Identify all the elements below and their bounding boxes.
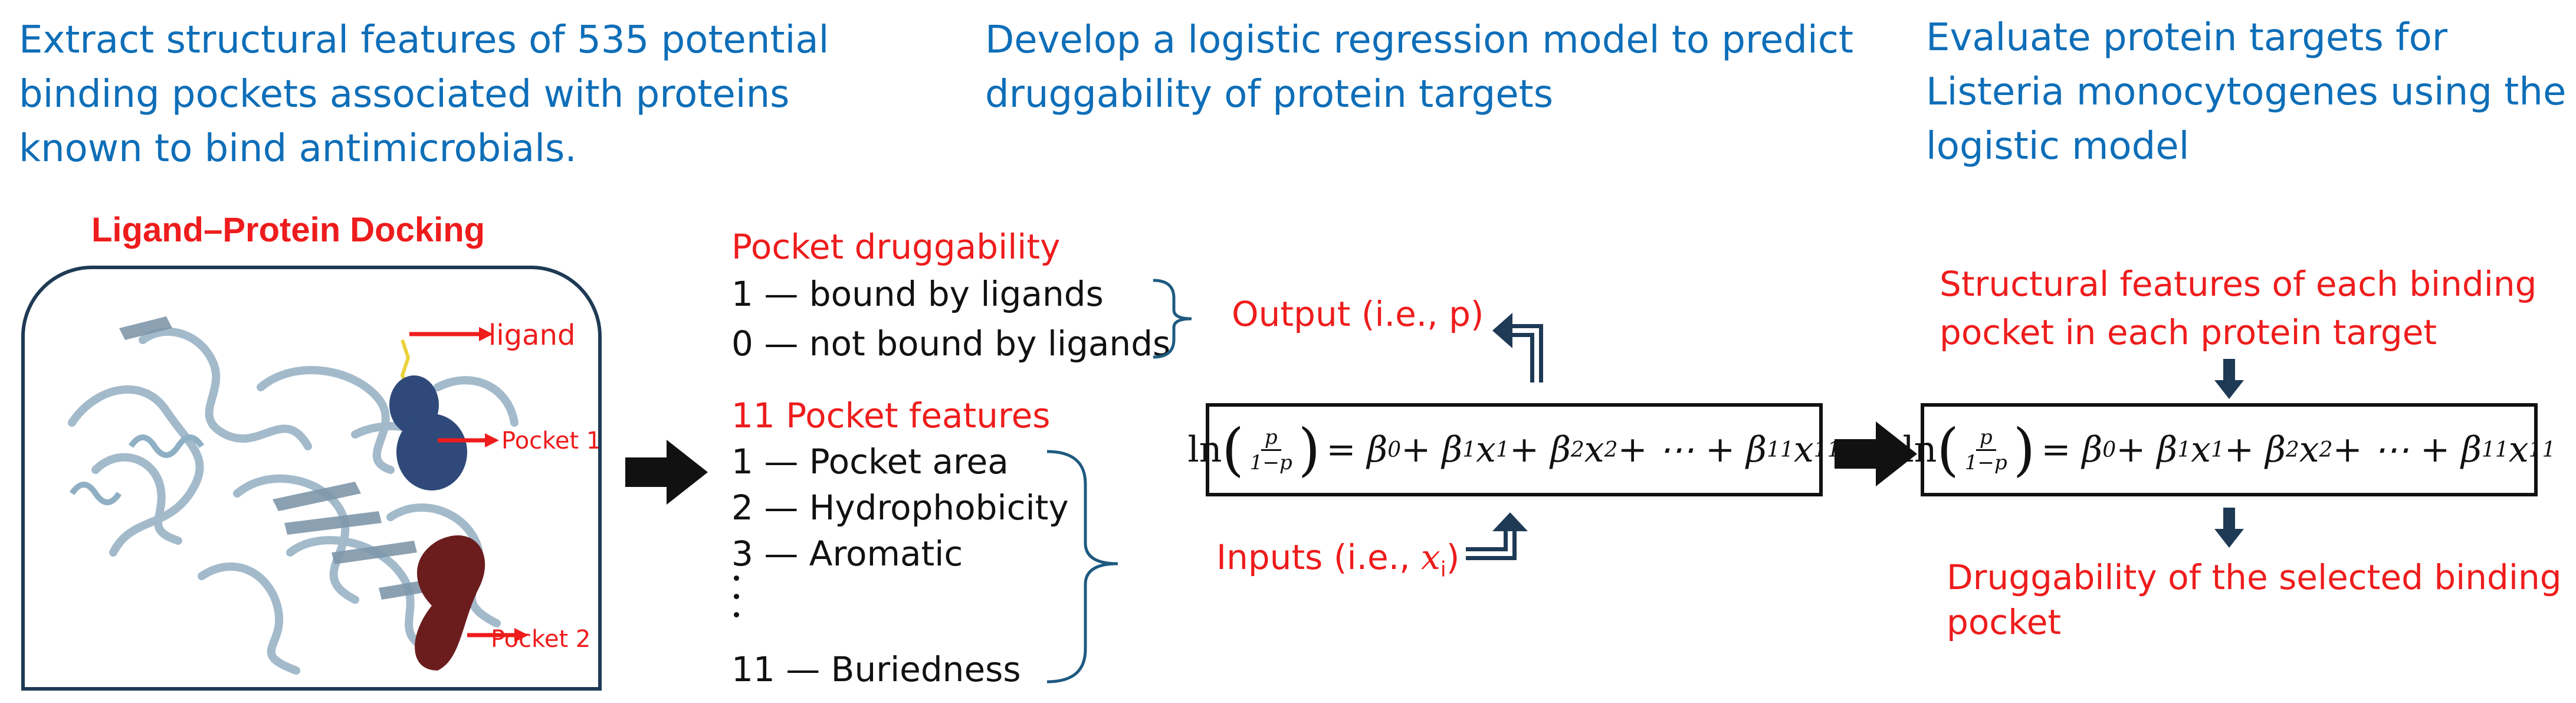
- down-arrow-2-icon: [2214, 508, 2244, 548]
- right-features-text: Structural features of each binding pock…: [1940, 260, 2536, 357]
- docking-title: Ligand–Protein Docking: [91, 211, 485, 249]
- feature-item-1: 1 — Pocket area: [731, 442, 1009, 482]
- druggability-title: Pocket druggability: [731, 227, 1061, 267]
- druggability-item-0: 0 — not bound by ligands: [731, 323, 1171, 364]
- step-3-line-3: logistic model: [1926, 125, 2190, 168]
- pocket-2-label: Pocket 2: [491, 626, 591, 653]
- flow-arrow-2-icon: [1835, 421, 1917, 486]
- druggability-item-1: 1 — bound by ligands: [731, 274, 1104, 314]
- right-features-line-2: pocket in each protein target: [1940, 312, 2437, 352]
- eq-b0: = β: [1326, 429, 1388, 470]
- step-3-text: Evaluate protein targets for Listeria mo…: [1926, 11, 2566, 174]
- inputs-label-text: Inputs (i.e.,: [1216, 537, 1422, 577]
- step-1-line-3: known to bind antimicrobials.: [19, 127, 577, 171]
- step-2-text: Develop a logistic regression model to p…: [985, 13, 1853, 122]
- eq-b1: + β: [1401, 429, 1463, 470]
- inputs-brace: [1046, 450, 1118, 684]
- features-title: 11 Pocket features: [731, 395, 1051, 436]
- step-3-line-2: Listeria monocytogenes using the: [1926, 70, 2567, 114]
- feature-item-3: 3 — Aromatic: [731, 534, 963, 574]
- eq-den: 1−p: [1249, 450, 1292, 475]
- right-result-line-2: pocket: [1947, 602, 2062, 642]
- docking-panel: ligand Pocket 1 Pocket 2: [21, 266, 602, 691]
- step-1-line-2: binding pockets associated with proteins: [19, 73, 790, 116]
- right-features-line-1: Structural features of each binding: [1940, 264, 2537, 304]
- step-1-text: Extract structural features of 535 poten…: [19, 13, 829, 176]
- feature-item-11: 11 — Buriedness: [731, 649, 1021, 689]
- step-2-line-2: druggability of protein targets: [985, 73, 1554, 116]
- inputs-label-var: x: [1421, 537, 1440, 577]
- ligand-label: ligand: [488, 319, 576, 352]
- right-result-line-1: Druggability of the selected binding: [1947, 557, 2562, 597]
- output-brace: [1153, 279, 1192, 359]
- down-arrow-1-icon: [2214, 359, 2244, 399]
- eq-num: p: [1261, 426, 1281, 451]
- output-label: Output (i.e., p): [1232, 294, 1484, 334]
- inputs-label-sub: i: [1440, 557, 1446, 582]
- eq-ln: ln: [1187, 429, 1222, 470]
- step-3-line-1: Evaluate protein targets for: [1926, 16, 2448, 60]
- step-2-line-1: Develop a logistic regression model to p…: [985, 18, 1853, 62]
- step-1-line-1: Extract structural features of 535 poten…: [19, 18, 829, 62]
- feature-ellipsis: [734, 576, 741, 617]
- output-elbow-arrow-icon: [1492, 313, 1543, 382]
- flow-arrow-1-icon: [625, 440, 708, 505]
- feature-item-2: 2 — Hydrophobicity: [731, 488, 1069, 528]
- inputs-label: Inputs (i.e., xi): [1216, 537, 1459, 582]
- right-result-text: Druggability of the selected binding poc…: [1947, 555, 2562, 645]
- protein-structure-illustration: [68, 316, 529, 675]
- eq-b11: + ⋯ + β: [1617, 429, 1767, 470]
- eq-b2: + β: [1509, 429, 1571, 470]
- pocket-1-label: Pocket 1: [501, 427, 602, 455]
- inputs-elbow-arrow-icon: [1466, 512, 1528, 560]
- inputs-label-close: ): [1446, 537, 1460, 577]
